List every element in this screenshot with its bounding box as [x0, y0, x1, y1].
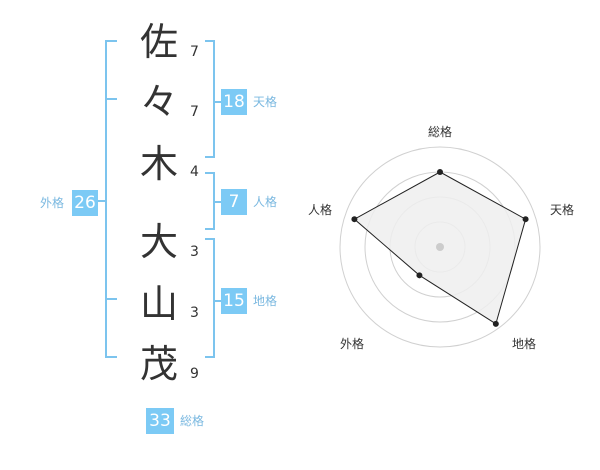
chikaku-bracket	[205, 238, 215, 358]
given-char: 大	[139, 220, 178, 264]
radar-center-dot	[436, 243, 444, 251]
jinkaku-bracket	[205, 172, 215, 230]
gaikaku-value: 26	[72, 190, 98, 216]
surname-char: 佐	[139, 20, 178, 64]
surname-char: 々	[139, 80, 178, 124]
given-char: 山	[139, 282, 178, 326]
chikaku-label: 地格	[253, 294, 278, 308]
stroke-count: 7	[190, 104, 199, 120]
radar-point	[351, 216, 358, 223]
chikaku-bracket-connector	[215, 300, 221, 302]
surname-char: 木	[139, 142, 178, 186]
soukaku-label: 総格	[180, 414, 205, 428]
gaikaku-bracket-connector	[98, 200, 106, 202]
tenkaku-value: 18	[221, 89, 247, 115]
radar-point	[492, 320, 499, 327]
radar-axis-label: 総格	[427, 125, 452, 139]
jinkaku-bracket-connector	[215, 201, 221, 203]
jinkaku-value: 7	[221, 189, 247, 215]
soukaku-value: 33	[146, 408, 174, 434]
gaikaku-bracket	[105, 40, 117, 358]
stroke-count: 3	[190, 244, 199, 260]
stroke-count: 3	[190, 305, 199, 321]
tenkaku-bracket	[205, 40, 215, 158]
radar-axis-label: 天格	[549, 203, 574, 217]
radar-point	[522, 216, 529, 223]
radar-axis-label: 地格	[511, 337, 536, 351]
fortune-radar-chart	[339, 146, 541, 348]
chikaku-value: 15	[221, 288, 247, 314]
jinkaku-label: 人格	[253, 195, 278, 209]
gaikaku-bracket-tick	[105, 298, 117, 300]
stroke-count: 9	[190, 366, 199, 382]
radar-point	[416, 272, 423, 279]
radar-points	[351, 169, 529, 327]
given-char: 茂	[139, 342, 178, 386]
tenkaku-label: 天格	[253, 95, 278, 109]
tenkaku-bracket-connector	[215, 101, 221, 103]
stroke-count: 7	[190, 44, 199, 60]
gaikaku-label: 外格	[40, 196, 65, 210]
gaikaku-bracket-tick	[105, 98, 117, 100]
radar-axis-label: 外格	[339, 337, 364, 351]
stroke-count: 4	[190, 164, 199, 180]
radar-point	[437, 169, 443, 175]
radar-axis-label: 人格	[307, 203, 332, 217]
